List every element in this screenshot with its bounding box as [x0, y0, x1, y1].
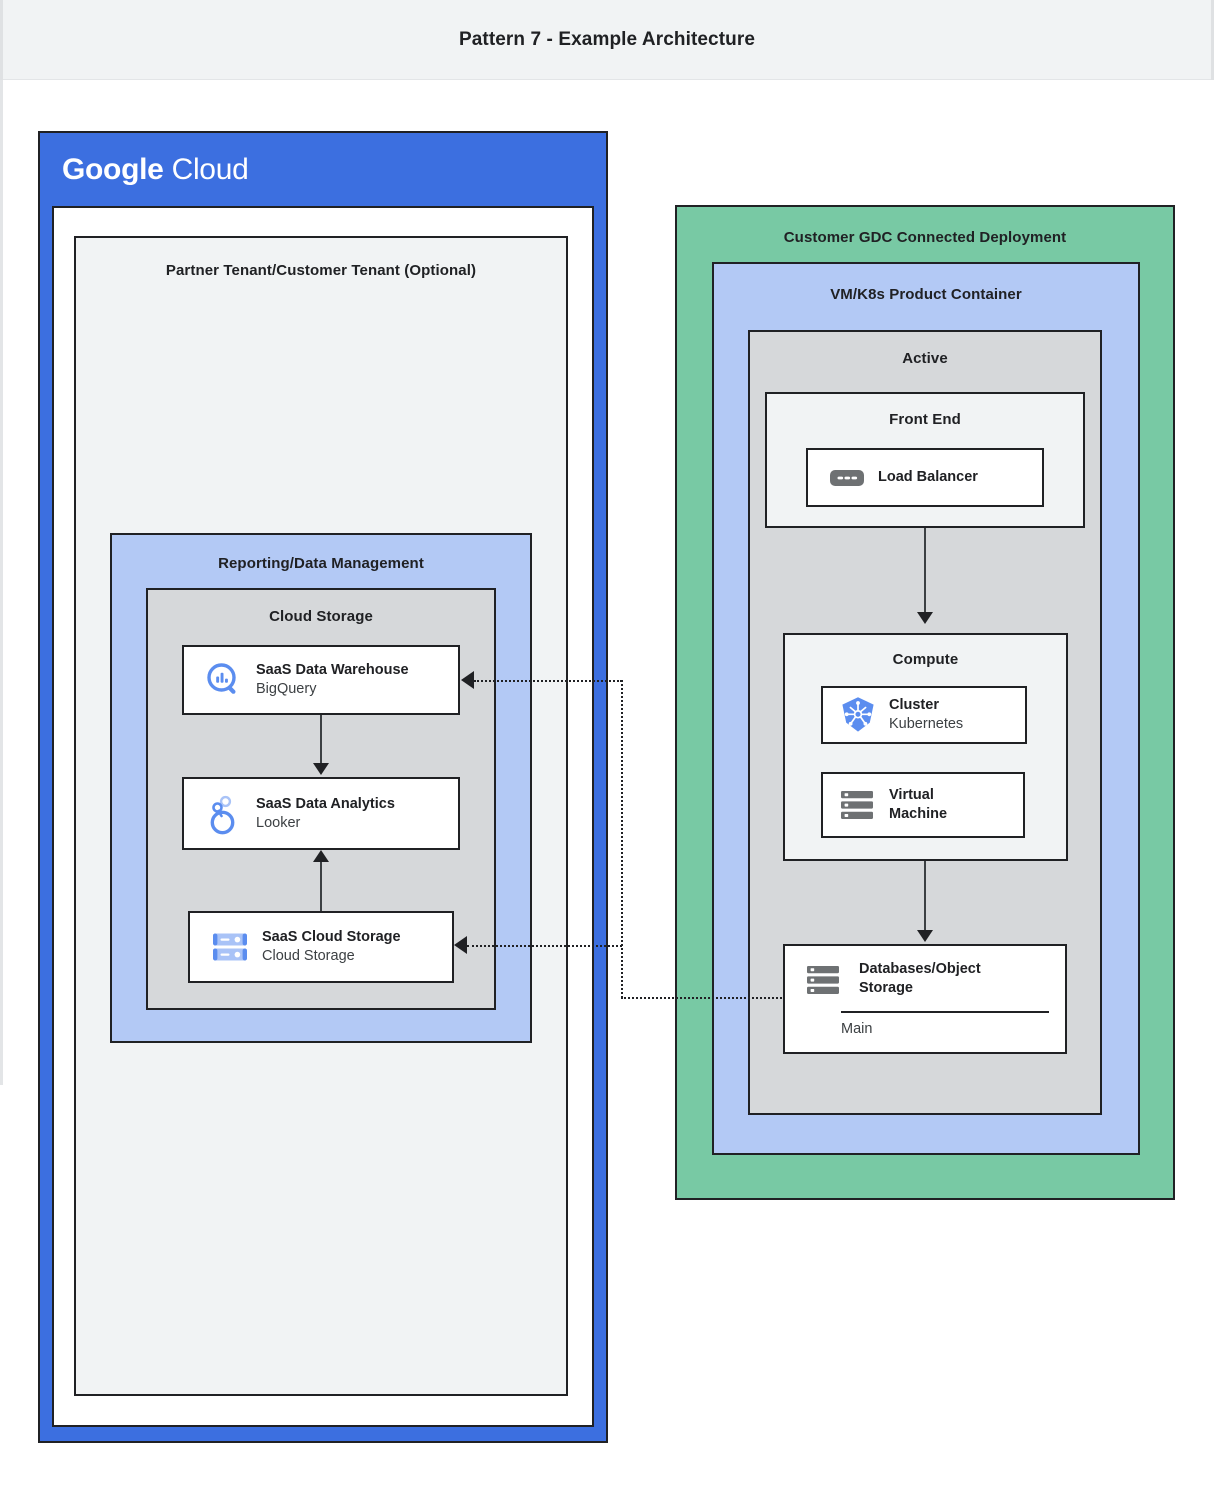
connector-bigquery-to-looker-arrow — [313, 763, 329, 775]
node-databases-title-line1: Databases/Object — [859, 961, 981, 977]
front-end-title: Front End — [889, 411, 961, 428]
node-saas-data-analytics-subtitle: Looker — [256, 814, 301, 831]
kubernetes-icon — [833, 694, 883, 736]
connector-frontend-to-compute-line — [924, 528, 926, 614]
google-cloud-logo-cloud: Cloud — [171, 153, 249, 186]
connector-compute-to-database-line — [924, 861, 926, 932]
header-left-edge — [0, 0, 3, 80]
vm-k8s-product-container-title: VM/K8s Product Container — [830, 286, 1022, 303]
dotted-connector-to-bigquery — [474, 680, 622, 682]
node-databases-footer: Main — [841, 1021, 873, 1037]
dotted-connector-to-bigquery-arrow — [461, 671, 474, 689]
virtual-machine-icon — [833, 785, 883, 825]
load-balancer-icon — [822, 465, 872, 491]
node-databases-text: Databases/Object Storage — [849, 960, 1055, 997]
database-storage-icon — [799, 960, 849, 1002]
header-right-edge — [1211, 0, 1214, 80]
dotted-connector-to-cloud-storage-arrow — [454, 936, 467, 954]
node-cluster-kubernetes[interactable]: Cluster Kubernetes — [821, 686, 1027, 744]
node-saas-cloud-storage[interactable]: SaaS Cloud Storage Cloud Storage — [188, 911, 454, 983]
node-cluster-subtitle: Kubernetes — [889, 716, 964, 732]
connector-compute-to-database-arrow — [917, 930, 933, 942]
node-saas-cloud-storage-subtitle: Cloud Storage — [262, 948, 355, 964]
bigquery-icon — [196, 660, 252, 700]
node-virtual-machine-text: Virtual Machine — [883, 786, 1023, 823]
page-title: Pattern 7 - Example Architecture — [458, 29, 756, 50]
dotted-connector-to-cloud-storage — [467, 945, 622, 947]
node-saas-data-analytics[interactable]: SaaS Data Analytics Looker — [182, 777, 460, 850]
node-saas-data-warehouse-subtitle: BigQuery — [256, 681, 317, 697]
node-databases-divider — [841, 1011, 1049, 1013]
customer-gdc-title: Customer GDC Connected Deployment — [783, 229, 1067, 246]
connector-bigquery-to-looker-line — [320, 715, 322, 765]
node-virtual-machine-title-line2: Machine — [889, 806, 948, 822]
node-saas-data-warehouse-title: SaaS Data Warehouse — [256, 662, 409, 679]
node-virtual-machine[interactable]: Virtual Machine — [821, 772, 1025, 838]
node-databases-object-storage[interactable]: Databases/Object Storage Main — [783, 944, 1067, 1054]
node-load-balancer-text: Load Balancer — [872, 468, 1042, 487]
node-cluster-text: Cluster Kubernetes — [883, 696, 1025, 733]
node-load-balancer-title: Load Balancer — [878, 469, 978, 486]
google-cloud-logo-google: Google — [62, 153, 164, 186]
node-databases-header: Databases/Object Storage — [785, 946, 1065, 1002]
header-bar: Pattern 7 - Example Architecture — [0, 0, 1214, 80]
connector-frontend-to-compute-arrow — [917, 612, 933, 624]
node-saas-data-warehouse-text: SaaS Data Warehouse BigQuery — [252, 661, 458, 698]
node-saas-cloud-storage-title: SaaS Cloud Storage — [262, 929, 401, 946]
connector-storage-to-looker-line — [320, 862, 322, 911]
dotted-connector-trunk — [621, 680, 623, 998]
node-saas-data-analytics-title: SaaS Data Analytics — [256, 795, 395, 812]
page-left-rule — [0, 80, 3, 1085]
cloud-storage-group-title: Cloud Storage — [269, 608, 373, 625]
node-virtual-machine-title-line1: Virtual — [889, 787, 934, 804]
connector-storage-to-looker-arrow — [313, 850, 329, 862]
cloud-storage-icon — [202, 927, 258, 967]
node-load-balancer[interactable]: Load Balancer — [806, 448, 1044, 507]
node-databases-title-line2: Storage — [859, 979, 913, 996]
looker-icon — [196, 792, 252, 836]
partner-tenant-title: Partner Tenant/Customer Tenant (Optional… — [165, 262, 477, 279]
reporting-data-management-title: Reporting/Data Management — [218, 555, 424, 572]
compute-title: Compute — [892, 651, 959, 668]
node-saas-data-analytics-text: SaaS Data Analytics Looker — [252, 795, 458, 832]
google-cloud-logo: Google Cloud — [62, 153, 249, 187]
active-title: Active — [902, 350, 948, 367]
node-saas-data-warehouse[interactable]: SaaS Data Warehouse BigQuery — [182, 645, 460, 715]
node-cluster-title: Cluster — [889, 697, 939, 714]
node-saas-cloud-storage-text: SaaS Cloud Storage Cloud Storage — [258, 928, 452, 965]
dotted-connector-from-database — [621, 997, 785, 999]
